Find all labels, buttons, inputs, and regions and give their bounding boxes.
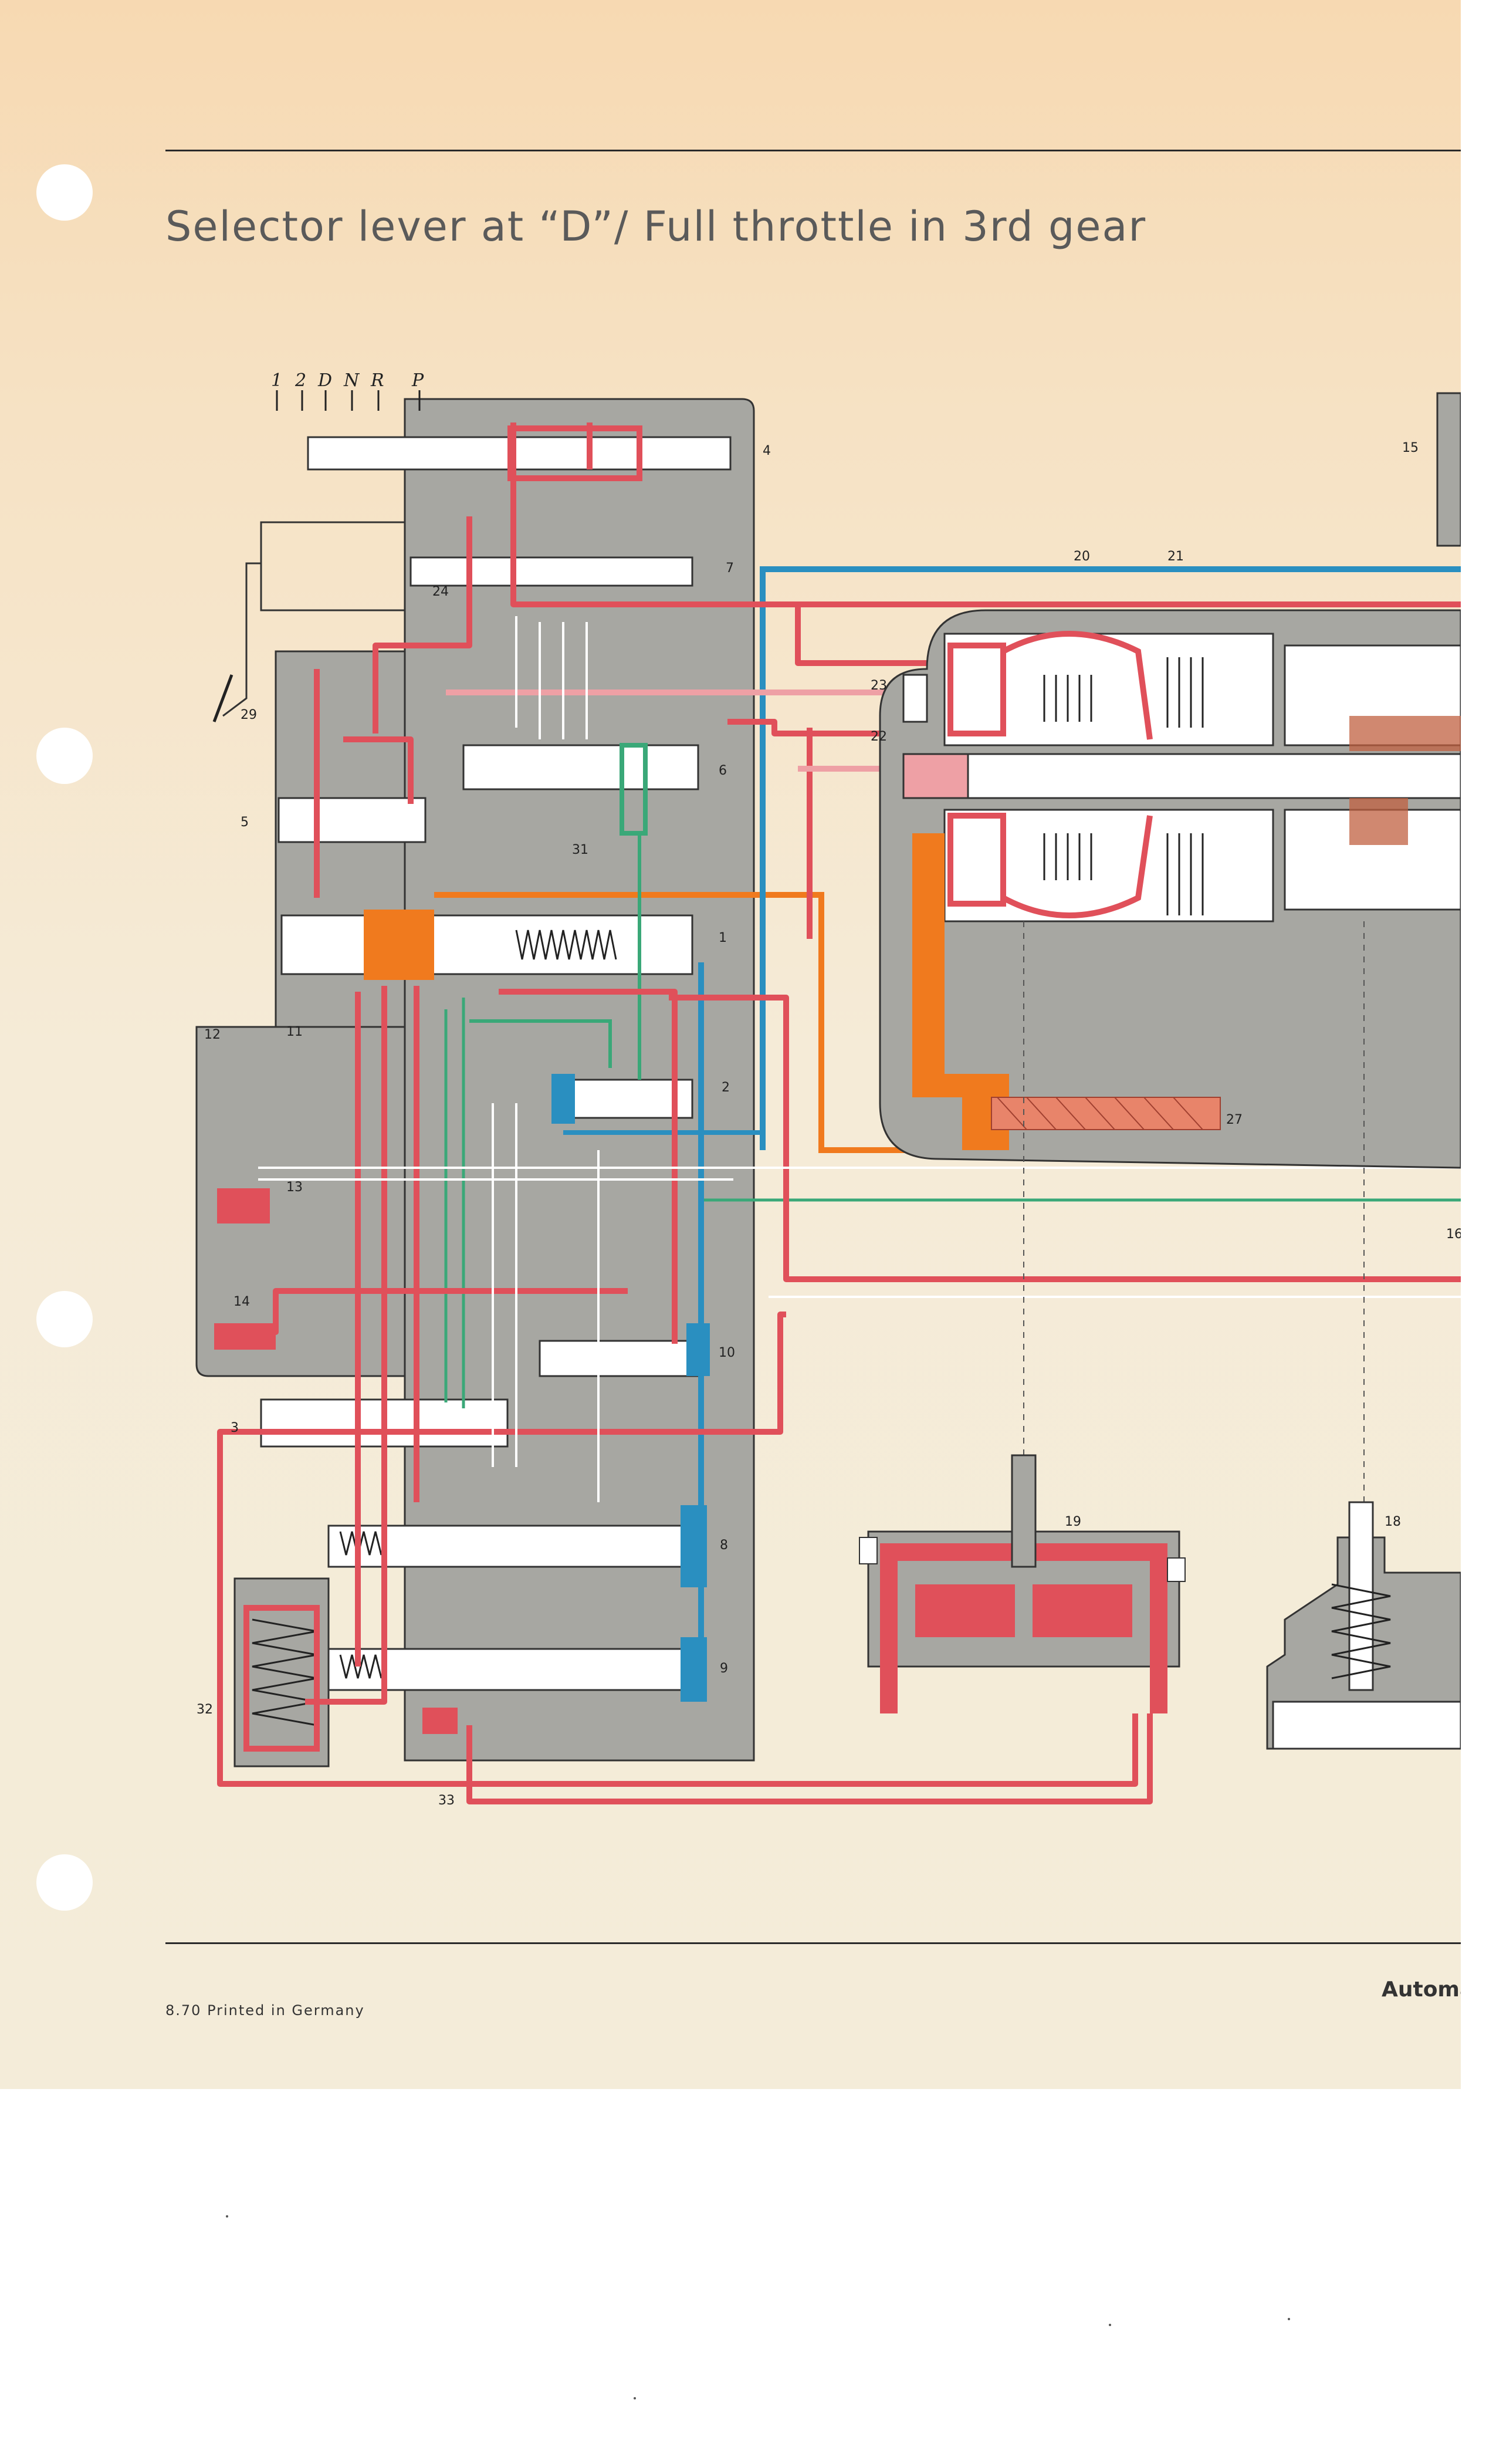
speck [226, 2215, 228, 2218]
speck [634, 2397, 636, 2399]
part-label-15: 15 [1402, 441, 1419, 455]
main-pressure-lines [217, 423, 1461, 1804]
valve-7-spool [409, 556, 693, 587]
top-rule [165, 150, 1461, 151]
punch-hole [36, 728, 93, 784]
part-label-23: 23 [871, 678, 887, 693]
selector-label-R: R [370, 370, 384, 391]
kickdown-solenoid [260, 521, 406, 611]
manual-page: Selector lever at “D”/ Full throttle in … [0, 0, 1461, 2089]
ball-valve-14 [214, 1323, 276, 1350]
speck [1109, 2324, 1111, 2326]
print-date-note: 8.70 Printed in Germany [165, 2002, 365, 2019]
punch-hole [36, 1291, 93, 1347]
selector-label-2: 2 [295, 370, 306, 391]
part-label-24: 24 [432, 584, 449, 599]
part-label-19: 19 [1065, 1515, 1081, 1529]
part-label-27: 27 [1226, 1113, 1243, 1127]
part-label-14: 14 [233, 1294, 250, 1309]
part-label-16: 16 [1446, 1227, 1461, 1242]
oil-strainer-passage [912, 833, 1009, 1150]
throttle-pressure-feed [760, 566, 1461, 1150]
part-label-12: 12 [204, 1027, 221, 1042]
direct-clutch-upper [943, 633, 1274, 746]
clutch-plates [1043, 657, 1204, 915]
part-label-22: 22 [871, 729, 887, 744]
part-label-29: 29 [241, 708, 257, 722]
selector-label-P: P [411, 370, 424, 391]
valve-1-main-pressure [280, 914, 693, 975]
part-label-2: 2 [722, 1080, 730, 1095]
input-shaft [902, 753, 1461, 799]
part-label-9: 9 [720, 1661, 728, 1676]
part-label-6: 6 [719, 763, 727, 778]
valve-2-spool [562, 1079, 693, 1119]
part-label-7: 7 [726, 561, 734, 576]
section-title-fragment: Automa [1382, 1978, 1461, 2002]
oil-strainer-27 [991, 1097, 1221, 1130]
part-label-18: 18 [1385, 1515, 1401, 1529]
exhaust-lines [258, 616, 1461, 1502]
part-label-31: 31 [572, 843, 588, 857]
part-label-11: 11 [286, 1025, 303, 1039]
part-label-1: 1 [719, 931, 727, 945]
check-valve-33 [422, 1708, 458, 1734]
selector-position-labels: 1 2 D N R P [271, 370, 424, 391]
valve-8-spool [327, 1525, 705, 1568]
part-label-8: 8 [720, 1538, 728, 1553]
hydraulic-circuit-diagram: 1 2 D N R P [195, 370, 1461, 1808]
page-title: Selector lever at “D”/ Full throttle in … [165, 202, 1147, 251]
punch-hole [36, 164, 93, 221]
kickdown-switch-29 [212, 674, 233, 722]
accumulator-spring-23 [902, 674, 928, 723]
housing-15 [1436, 392, 1461, 547]
bottom-rule [165, 1942, 1461, 1944]
modulator-chamber [364, 910, 434, 980]
part-label-10: 10 [719, 1346, 735, 1360]
part-label-3: 3 [231, 1421, 239, 1435]
valve-5-spool [277, 797, 427, 843]
valve-6-spool [462, 744, 699, 790]
part-number-labels: 4 7 24 29 5 6 31 1 12 11 2 13 14 10 3 8 … [197, 441, 1461, 1808]
speck [1288, 2318, 1290, 2320]
selector-label-1: 1 [271, 370, 282, 391]
modulator-line [434, 892, 962, 1153]
part-label-4: 4 [763, 444, 771, 458]
throttle-chamber-2 [551, 1074, 575, 1124]
selector-arrows [276, 390, 421, 411]
valve-10-spool [539, 1340, 699, 1377]
selector-label-N: N [343, 370, 360, 391]
part-label-32: 32 [197, 1702, 213, 1717]
punch-hole [36, 1854, 93, 1911]
ball-valve-13 [217, 1188, 270, 1223]
valve-spools [260, 556, 705, 1691]
part-label-13: 13 [286, 1180, 303, 1195]
selector-label-D: D [317, 370, 332, 391]
part-label-33: 33 [438, 1793, 455, 1808]
part-label-20: 20 [1074, 549, 1090, 564]
part-label-5: 5 [241, 815, 249, 830]
servo-19-piston-rod [1011, 1454, 1037, 1568]
valve-9-spool [327, 1648, 705, 1691]
manual-valve-4 [307, 436, 732, 471]
part-label-21: 21 [1167, 549, 1184, 564]
